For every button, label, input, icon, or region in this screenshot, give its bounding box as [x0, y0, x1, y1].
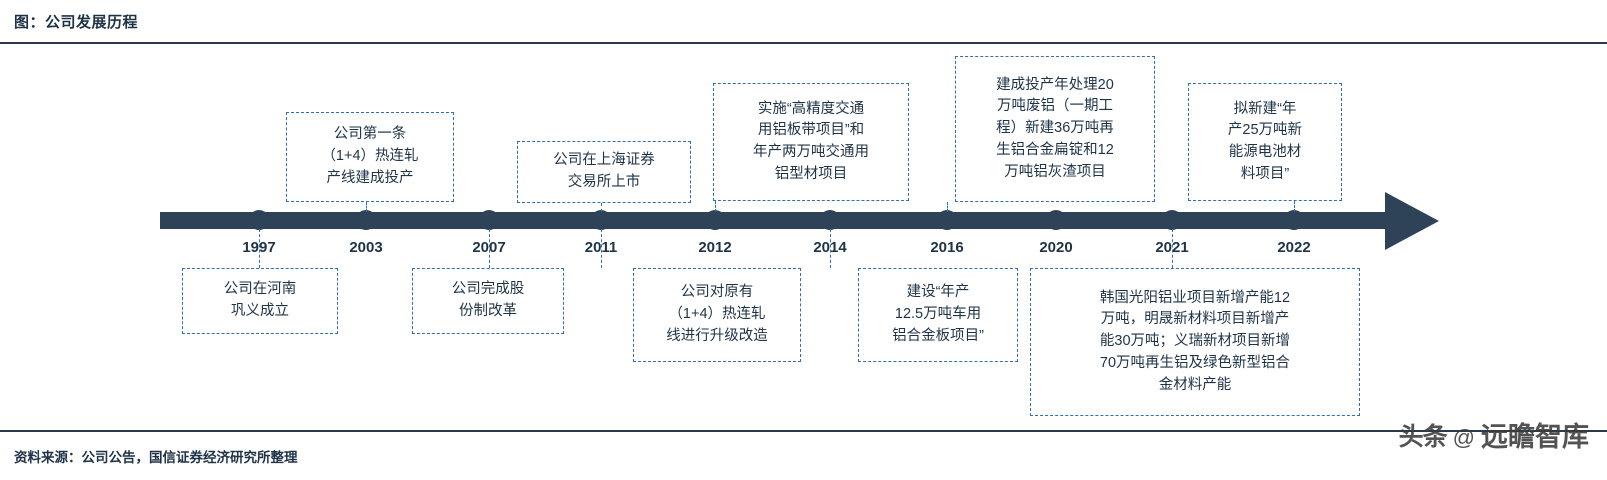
- watermark-badge: 头条: [1398, 423, 1448, 451]
- timeline-year-label: 2003: [349, 239, 383, 256]
- timeline-event-card-2012: 实施“高精度交通 用铝板带项目”和 年产两万吨交通用 铝型材项目: [713, 83, 909, 201]
- timeline-event-card-2022: 拟新建“年 产25万吨新 能源电池材 料项目”: [1188, 83, 1342, 201]
- timeline-event-card-2007: 公司完成股 份制改革: [412, 268, 564, 334]
- timeline-connector-2011: [601, 203, 603, 212]
- timeline-event-card-1997: 公司在河南 巩义成立: [182, 268, 338, 334]
- timeline-node-2011: [591, 210, 611, 230]
- timeline-event-text: 建设“年产 12.5万吨车用 铝合金板项目”: [892, 284, 984, 344]
- timeline-connector-1997: [259, 229, 261, 268]
- source-note: 资料来源：公司公告，国信证券经济研究所整理: [14, 450, 298, 465]
- timeline-event-card-2014: 建设“年产 12.5万吨车用 铝合金板项目”: [858, 268, 1018, 362]
- timeline-event-card-2003: 公司第一条 （1+4）热连轧 产线建成投产: [286, 112, 454, 202]
- timeline-node-2021: [1162, 210, 1182, 230]
- timeline-event-text: 拟新建“年 产25万吨新 能源电池材 料项目”: [1227, 100, 1303, 182]
- timeline-node-2003: [356, 210, 376, 230]
- timeline-node-2012: [705, 210, 725, 230]
- timeline-connector-2007: [489, 229, 491, 268]
- timeline-connector-2014: [830, 229, 832, 268]
- timeline-connector-2003: [366, 202, 368, 212]
- timeline-year-label: 2020: [1039, 239, 1073, 256]
- timeline-node-2007: [479, 210, 499, 230]
- timeline-node-2016: [937, 210, 957, 230]
- timeline-event-card-2016: 建成投产年处理20 万吨废铝（一期工 程）新建36万吨再 生铝合金扁锭和12 万…: [955, 56, 1155, 202]
- page-title: 图：公司发展历程: [14, 13, 139, 31]
- timeline-event-text: 公司对原有 （1+4）热连轧 线进行升级改造: [666, 284, 768, 344]
- timeline-connector-2022: [1294, 201, 1296, 212]
- timeline-node-2022: [1284, 210, 1304, 230]
- timeline-axis: [160, 212, 1397, 229]
- timeline-event-text: 公司在河南 巩义成立: [223, 281, 297, 319]
- timeline-node-1997: [249, 210, 269, 230]
- timeline-year-label: 2012: [698, 239, 732, 256]
- timeline-connector-2011: [601, 229, 603, 268]
- timeline-connector-2016: [947, 202, 949, 212]
- timeline-year-label: 2016: [930, 239, 964, 256]
- timeline-arrow-icon: [1385, 192, 1439, 250]
- timeline-node-2020: [1046, 210, 1066, 230]
- watermark-text: 远瞻智库: [1481, 422, 1589, 452]
- timeline-event-card-2011: 公司对原有 （1+4）热连轧 线进行升级改造: [633, 268, 801, 362]
- timeline-event-text: 韩国光阳铝业项目新增产能12 万吨，明晟新材料项目新增产 能30万吨；义瑞新材项…: [1099, 289, 1291, 393]
- timeline-event-card-2011: 公司在上海证券 交易所上市: [517, 141, 691, 203]
- timeline-node-2014: [820, 210, 840, 230]
- watermark: 头条 @ 远瞻智库: [1399, 424, 1589, 451]
- timeline-event-text: 建成投产年处理20 万吨废铝（一期工 程）新建36万吨再 生铝合金扁锭和12 万…: [996, 76, 1114, 180]
- timeline-year-label: 2022: [1277, 239, 1311, 256]
- timeline-connector-2012: [715, 201, 717, 212]
- timeline-connector-2021: [1172, 229, 1174, 268]
- watermark-at-icon: @: [1452, 424, 1475, 450]
- timeline-event-text: 公司完成股 份制改革: [451, 281, 525, 319]
- timeline-event-text: 公司第一条 （1+4）热连轧 产线建成投产: [321, 126, 419, 186]
- timeline-event-text: 公司在上海证券 交易所上市: [553, 152, 655, 190]
- timeline-event-card-2021: 韩国光阳铝业项目新增产能12 万吨，明晟新材料项目新增产 能30万吨；义瑞新材项…: [1030, 268, 1360, 416]
- chart-header: 图：公司发展历程: [0, 0, 1607, 44]
- chart-footer: 资料来源：公司公告，国信证券经济研究所整理: [0, 430, 1607, 480]
- timeline-event-text: 实施“高精度交通 用铝板带项目”和 年产两万吨交通用 铝型材项目: [753, 100, 869, 182]
